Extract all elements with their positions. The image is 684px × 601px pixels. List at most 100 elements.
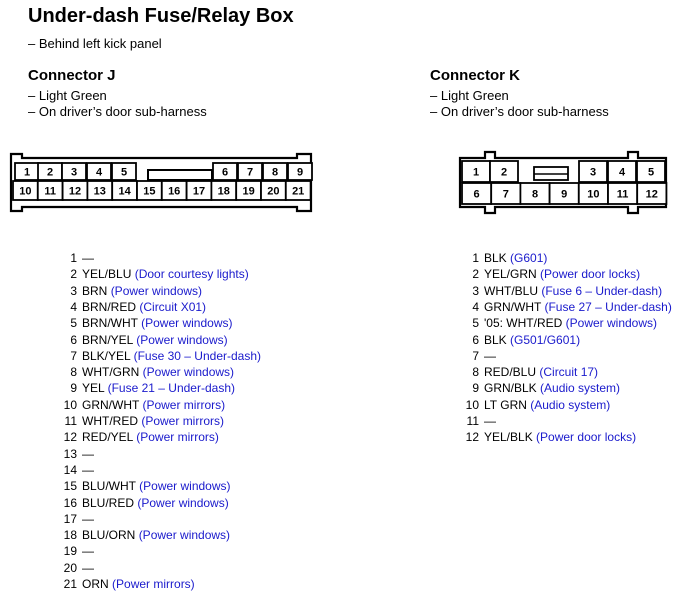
connector-j-circuit-description: (Power windows): [142, 365, 235, 380]
connector-j-pin-12-cell: [61, 180, 89, 201]
connector-j-wire-color: ORN: [82, 577, 109, 591]
connector-j-pin-number: 7: [70, 348, 77, 363]
connector-j-pin-number: 14: [63, 462, 77, 477]
connector-j-pin-10-cell: [12, 180, 39, 201]
connector-k-pin-entry: '05: WHT/RED (Power windows): [484, 315, 657, 331]
connector-j-color-note: – Light Green: [28, 88, 107, 103]
connector-k-pin-number: 12: [465, 430, 479, 445]
connector-j-wire-color: BRN/WHT: [82, 316, 138, 331]
connector-j-pin-number: 15: [63, 479, 77, 494]
connector-k-circuit-description: (Circuit 17): [539, 365, 599, 380]
connector-k-pin-entry: YEL/BLK (Power door locks): [484, 429, 636, 445]
connector-j-pin-entry: BRN/YEL (Power windows): [82, 332, 228, 348]
connector-j-pin-3-cell: [61, 162, 87, 181]
connector-j-pin-entry: WHT/RED (Power mirrors): [82, 413, 224, 429]
connector-k-pin-entry: BLK (G501/G601): [484, 332, 580, 348]
connector-j-pin-17-label: 17: [193, 186, 205, 198]
connector-j-pin-number: 20: [63, 560, 77, 575]
connector-j-pin-17-cell: [185, 180, 213, 201]
connector-j-wire-color: RED/YEL: [82, 430, 133, 445]
page-subtitle: – Behind left kick panel: [28, 36, 162, 51]
connector-k-pin-1-cell: [461, 160, 491, 183]
connector-j-pin-entry: —: [82, 462, 94, 478]
connector-k-pin-entry: WHT/BLU (Fuse 6 – Under-dash): [484, 283, 662, 299]
connector-j-pin-6-cell: [212, 162, 238, 181]
connector-j-pin-number: 12: [63, 430, 77, 445]
connector-j-pin-number: 13: [63, 446, 77, 461]
connector-k-pin-2-label: 2: [501, 167, 507, 179]
connector-k-wire-color: YEL/GRN: [484, 267, 537, 282]
connector-j-pin-number: 18: [63, 528, 77, 543]
connector-k-wire-color: BLK: [484, 332, 507, 347]
connector-j-circuit-description: (Power windows): [141, 316, 233, 331]
connector-j-pin-number: 3: [70, 283, 77, 298]
connector-k-pin-7-label: 7: [503, 189, 509, 201]
connector-j-wire-color: —: [82, 511, 94, 526]
connector-j-pin-14-label: 14: [118, 186, 131, 198]
connector-j-pin-20-cell: [260, 180, 287, 201]
connector-j-wire-color: YEL: [82, 381, 105, 396]
connector-k-pin-number: 8: [472, 365, 479, 380]
connector-k-wire-color: RED/BLU: [484, 365, 537, 380]
connector-j-circuit-description: (Power windows): [136, 332, 228, 347]
connector-j-circuit-description: (Power mirrors): [141, 414, 225, 428]
connector-k-pin-10-cell: [577, 182, 609, 205]
connector-k-wire-color: '05: WHT/RED: [484, 316, 563, 331]
connector-j-pin-19-cell: [235, 180, 262, 201]
connector-k-pin-3-label: 3: [590, 167, 596, 179]
connector-j-circuit-description: (Power windows): [139, 479, 231, 494]
connector-j-pin-4-cell: [86, 162, 112, 181]
connector-j-circuit-description: (Power mirrors): [112, 577, 195, 591]
connector-j-wire-color: —: [82, 251, 94, 265]
connector-k-circuit-description: (Audio system): [540, 381, 621, 396]
connector-k-pin-7-cell: [490, 182, 522, 205]
connector-k-wire-color: WHT/BLU: [484, 283, 538, 298]
connector-j-pin-13-cell: [86, 180, 114, 201]
connector-k-pin-entry: —: [484, 413, 496, 429]
connector-j-wire-color: —: [82, 560, 94, 575]
connector-k-wire-color: YEL/BLK: [484, 430, 533, 445]
connector-k-circuit-description: (Fuse 6 – Under-dash): [541, 283, 663, 298]
connector-k-diagram: [458, 150, 668, 215]
connector-k-wire-color: —: [484, 414, 496, 428]
connector-j-pin-entry: ORN (Power mirrors): [82, 576, 195, 592]
connector-k-pin-number: 10: [465, 397, 479, 412]
connector-j-wire-color: WHT/RED: [82, 414, 138, 428]
connector-j-pin-entry: BRN/WHT (Power windows): [82, 315, 232, 331]
connector-j-pin-entry: BLU/RED (Power windows): [82, 495, 229, 511]
connector-j-wire-color: BLU/ORN: [82, 528, 136, 543]
connector-j-pin-13-label: 13: [94, 186, 106, 198]
connector-j-pin-entry: BLU/ORN (Power windows): [82, 527, 230, 543]
connector-k-pin-entry: RED/BLU (Circuit 17): [484, 364, 598, 380]
connector-j-pin-entry: —: [82, 511, 94, 527]
connector-k-pin-number: 7: [472, 348, 479, 363]
connector-j-pin-11-cell: [36, 180, 64, 201]
connector-j-pin-18-cell: [210, 180, 238, 201]
connector-j-pin-number: 8: [70, 365, 77, 380]
connector-j-pin-2-cell: [37, 162, 63, 181]
connector-j-circuit-description: (Power mirrors): [142, 397, 226, 412]
connector-j-pin-entry: —: [82, 543, 94, 559]
connector-j-wire-color: YEL/BLU: [82, 267, 132, 282]
connector-j-wire-color: BLU/RED: [82, 495, 135, 510]
connector-j-pin-number: 4: [70, 299, 77, 314]
connector-j-pin-12-label: 12: [69, 186, 81, 198]
connector-k-pin-10-label: 10: [587, 189, 599, 201]
connector-k-wire-color: GRN/BLK: [484, 381, 537, 396]
connector-k-pin-12-cell: [636, 182, 668, 205]
connector-j-pin-1-cell: [14, 162, 40, 181]
connector-k-pin-12-label: 12: [646, 189, 658, 201]
connector-k-pin-8-label: 8: [532, 189, 538, 201]
connector-j-pin-15-label: 15: [143, 186, 155, 198]
connector-j-title: Connector J: [28, 67, 116, 84]
connector-j-pin-6-label: 6: [222, 167, 228, 179]
connector-j-circuit-description: (Fuse 21 – Under-dash): [107, 381, 235, 396]
connector-k-wire-color: LT GRN: [484, 397, 527, 412]
connector-k-pin-9-cell: [548, 182, 580, 205]
connector-j-pin-10-label: 10: [19, 186, 31, 198]
connector-k-wire-color: BLK: [484, 251, 507, 265]
connector-k-pin-6-label: 6: [474, 189, 480, 201]
connector-j-pin-18-label: 18: [218, 186, 230, 198]
